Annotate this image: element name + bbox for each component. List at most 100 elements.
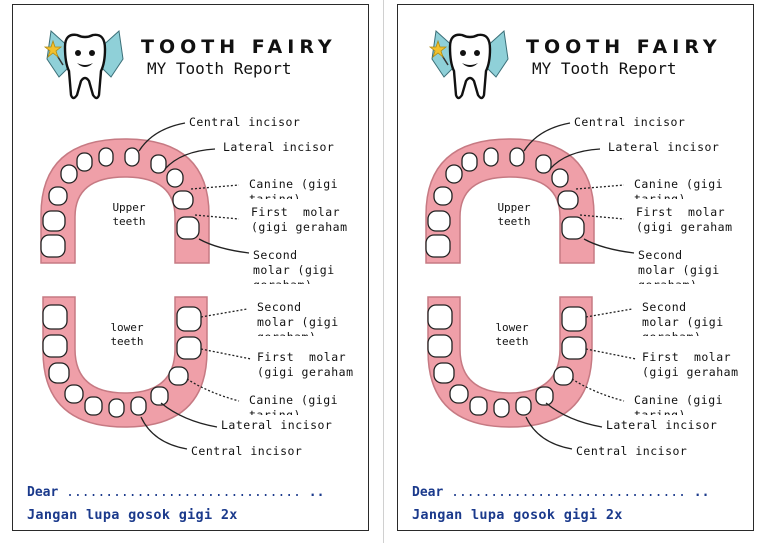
upper-tooth — [172, 190, 194, 210]
arrow-upper-first-molar — [579, 214, 625, 220]
upper-tooth — [42, 210, 66, 232]
label-lower-first-molar: First molar (gigi geraham — [257, 350, 354, 379]
label-upper-lateral-incisor: Lateral incisor — [223, 140, 335, 154]
arrow-upper-central — [138, 122, 186, 152]
arrow-lower-canine — [186, 378, 240, 402]
label-upper-central-incisor: Central incisor — [189, 115, 301, 129]
lower-tooth — [130, 396, 147, 416]
dear-dots: .............................. — [66, 485, 301, 500]
upper-tooth — [445, 164, 463, 184]
page-divider — [383, 0, 384, 543]
lower-tooth — [427, 304, 453, 330]
arrow-lower-second-molar — [585, 308, 633, 318]
brand-title: TOOTH FAIRY — [141, 36, 337, 58]
tooth-report-card-1: TOOTH FAIRY MY Tooth Report — [12, 4, 369, 531]
lower-tooth — [84, 396, 103, 416]
upper-tooth — [427, 210, 451, 232]
label-upper-canine: Canine (gigi taring) — [634, 177, 724, 199]
lower-tooth — [150, 386, 169, 406]
lower-tooth — [176, 336, 202, 360]
label-upper-first-molar: First molar (gigi geraham — [251, 205, 348, 234]
lower-jaw-label: lower teeth — [495, 321, 529, 348]
arrow-upper-canine — [190, 184, 240, 190]
lower-tooth — [176, 306, 202, 332]
dear-label: Dear — [412, 485, 444, 500]
arrow-lower-lateral — [160, 402, 218, 428]
upper-tooth — [433, 186, 453, 206]
label-lower-canine: Canine (gigi taring) — [634, 393, 724, 415]
arrow-upper-lateral — [164, 148, 216, 170]
upper-tooth — [483, 147, 499, 167]
arrow-lower-central — [525, 416, 573, 450]
arrow-lower-first-molar — [585, 348, 637, 360]
dear-label: Dear — [27, 485, 59, 500]
upper-tooth — [40, 234, 66, 258]
arrow-upper-second-molar — [198, 238, 250, 254]
lower-tooth — [561, 336, 587, 360]
upper-jaw-label: Upper teeth — [497, 201, 531, 228]
label-upper-second-molar: Second molar (gigi geraham) — [638, 248, 720, 284]
lower-tooth — [48, 362, 70, 384]
upper-tooth — [509, 147, 525, 167]
arrow-lower-canine — [571, 378, 625, 402]
upper-tooth — [535, 154, 552, 174]
label-lower-first-molar: First molar (gigi geraham — [642, 350, 739, 379]
label-lower-central-incisor: Central incisor — [576, 444, 688, 458]
arrow-lower-second-molar — [200, 308, 248, 318]
label-lower-second-molar: Second molar (gigi geraham) — [642, 300, 724, 336]
upper-tooth — [461, 152, 478, 172]
upper-tooth — [98, 147, 114, 167]
lower-tooth — [515, 396, 532, 416]
upper-tooth — [425, 234, 451, 258]
dear-dots: .............................. — [451, 485, 686, 500]
lower-tooth — [64, 384, 84, 404]
upper-jaw-label: Upper teeth — [112, 201, 146, 228]
arrow-upper-first-molar — [194, 214, 240, 220]
upper-tooth — [76, 152, 93, 172]
lower-tooth — [168, 366, 189, 386]
arrow-upper-central — [523, 122, 571, 152]
dear-line: Dear .............................. .. — [412, 485, 709, 500]
upper-tooth — [150, 154, 167, 174]
lower-tooth — [469, 396, 488, 416]
upper-tooth — [557, 190, 579, 210]
label-lower-lateral-incisor: Lateral incisor — [606, 418, 718, 432]
lower-tooth — [493, 398, 510, 418]
upper-tooth — [60, 164, 78, 184]
page-subtitle: MY Tooth Report — [147, 59, 292, 78]
arrow-lower-first-molar — [200, 348, 252, 360]
arrow-upper-canine — [575, 184, 625, 190]
upper-tooth — [124, 147, 140, 167]
lower-tooth — [42, 304, 68, 330]
lower-tooth — [42, 334, 68, 358]
lower-tooth — [433, 362, 455, 384]
arrow-upper-lateral — [549, 148, 601, 170]
dear-suffix: .. — [693, 485, 710, 500]
lower-tooth — [108, 398, 125, 418]
lower-tooth — [535, 386, 554, 406]
lower-tooth — [449, 384, 469, 404]
brand-title: TOOTH FAIRY — [526, 36, 722, 58]
lower-jaw-label: lower teeth — [110, 321, 144, 348]
dear-line: Dear .............................. .. — [27, 485, 324, 500]
upper-tooth — [166, 168, 184, 188]
upper-tooth — [551, 168, 569, 188]
label-upper-second-molar: Second molar (gigi geraham) — [253, 248, 335, 284]
lower-tooth — [553, 366, 574, 386]
label-lower-second-molar: Second molar (gigi geraham) — [257, 300, 339, 336]
dear-suffix: .. — [308, 485, 325, 500]
upper-tooth — [48, 186, 68, 206]
lower-tooth — [427, 334, 453, 358]
label-lower-canine: Canine (gigi taring) — [249, 393, 339, 415]
label-upper-lateral-incisor: Lateral incisor — [608, 140, 720, 154]
label-lower-lateral-incisor: Lateral incisor — [221, 418, 333, 432]
tooth-fairy-mascot-icon — [428, 30, 509, 100]
label-upper-canine: Canine (gigi taring) — [249, 177, 339, 199]
label-lower-central-incisor: Central incisor — [191, 444, 303, 458]
arrow-upper-second-molar — [583, 238, 635, 254]
label-upper-central-incisor: Central incisor — [574, 115, 686, 129]
brushing-reminder: Jangan lupa gosok gigi 2x — [412, 507, 623, 523]
arrow-lower-central — [140, 416, 188, 450]
brushing-reminder: Jangan lupa gosok gigi 2x — [27, 507, 238, 523]
tooth-fairy-mascot-icon — [43, 30, 124, 100]
